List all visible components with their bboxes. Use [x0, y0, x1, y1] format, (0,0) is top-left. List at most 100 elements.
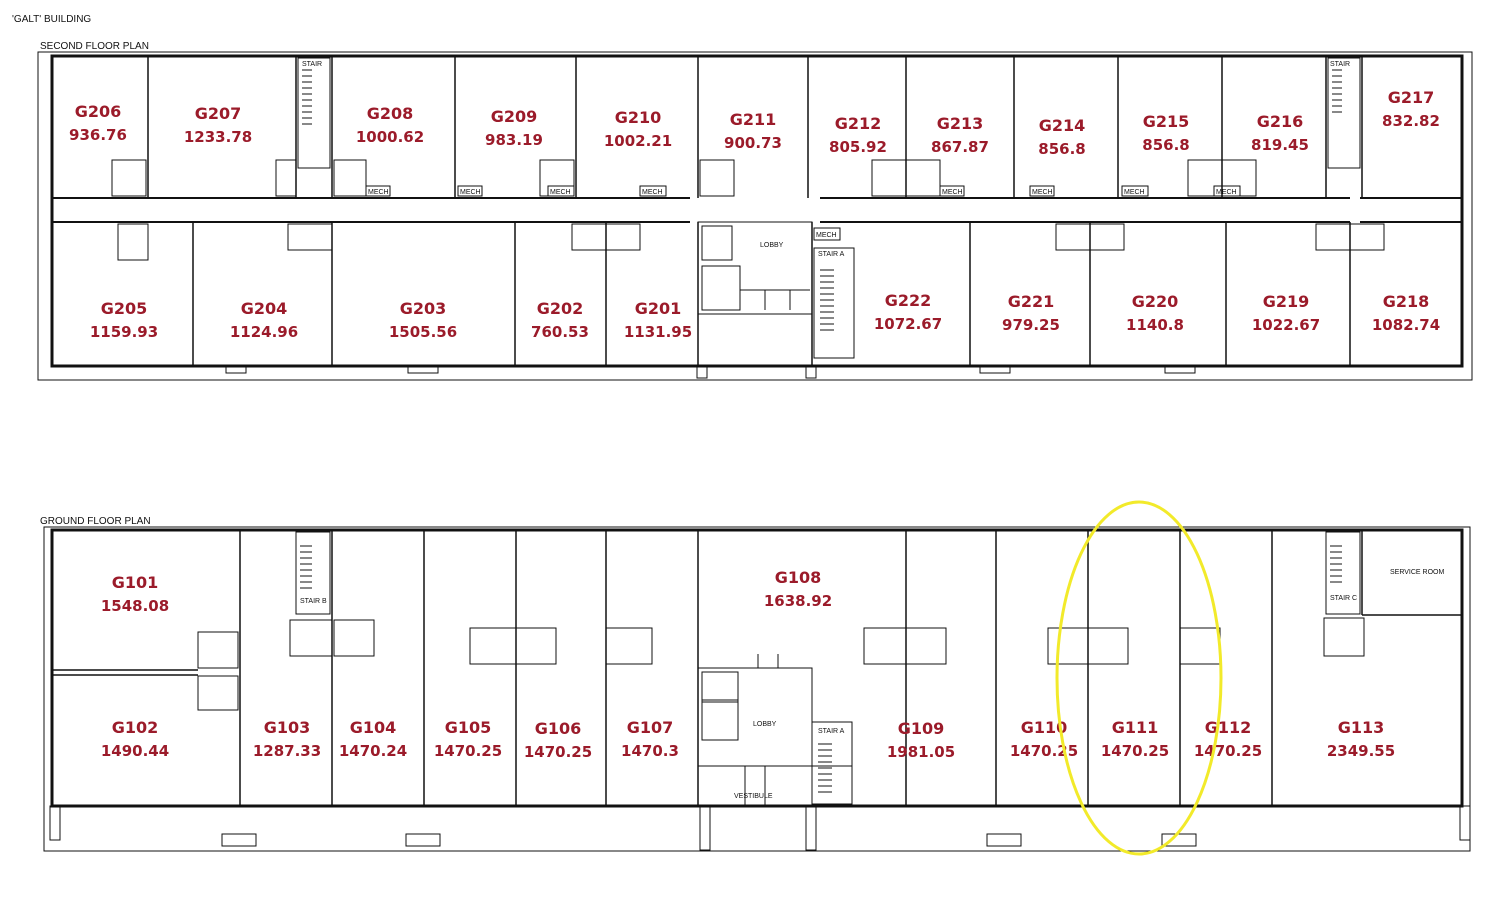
mech-label: MECH [1216, 189, 1237, 196]
room-g216: G216 819.45 [1251, 112, 1309, 154]
room-area: 1470.25 [434, 742, 502, 760]
room-area: 832.82 [1382, 112, 1440, 130]
room-id: G216 [1257, 112, 1304, 131]
second-floor-washrooms [111, 159, 1385, 261]
second-floor-stair-a-label: STAIR A [818, 251, 845, 258]
mech-label: MECH [460, 189, 481, 196]
ground-floor-plan: GROUND FLOOR PLAN [40, 500, 1471, 856]
ground-floor-stair-a-label: STAIR A [818, 728, 845, 735]
second-floor-corridor [52, 197, 1462, 223]
room-area: 867.87 [931, 138, 989, 156]
room-area: 936.76 [69, 126, 127, 144]
room-g107: G107 1470.3 [621, 718, 679, 760]
ground-floor-outline [43, 526, 1471, 852]
room-area: 1470.24 [339, 742, 407, 760]
room-g105: G105 1470.25 [434, 718, 502, 760]
room-area: 760.53 [531, 323, 589, 341]
room-id: G215 [1143, 112, 1190, 131]
room-id: G212 [835, 114, 882, 133]
room-id: G101 [112, 573, 159, 592]
ground-floor-partitions [52, 530, 1462, 806]
room-g104: G104 1470.24 [339, 718, 407, 760]
room-id: G108 [775, 568, 822, 587]
room-area: 1000.62 [356, 128, 424, 146]
room-id: G213 [937, 114, 984, 133]
ground-floor-title: GROUND FLOOR PLAN [40, 516, 151, 527]
room-area: 1470.25 [524, 743, 592, 761]
room-area: 979.25 [1002, 316, 1060, 334]
mech-label: MECH [368, 189, 389, 196]
ground-floor-stair-b-label: STAIR B [300, 598, 327, 605]
ground-floor-stair-c-label: STAIR C [1330, 595, 1357, 602]
mech-label: MECH [1124, 189, 1145, 196]
mech-label: MECH [816, 232, 837, 239]
room-g209: G209 983.19 [485, 107, 543, 149]
second-floor-lobby-core [697, 221, 813, 315]
room-id: G207 [195, 104, 242, 123]
mech-label: MECH [642, 189, 663, 196]
room-g112: G112 1470.25 [1194, 718, 1262, 760]
room-area: 1002.21 [604, 132, 672, 150]
room-area: 1287.33 [253, 742, 321, 760]
room-id: G201 [635, 299, 682, 318]
room-id: G222 [885, 291, 932, 310]
room-g110: G110 1470.25 [1010, 718, 1078, 760]
room-area: 1505.56 [389, 323, 457, 341]
second-floor-window-marks [225, 365, 1196, 379]
room-area: 1490.44 [101, 742, 169, 760]
room-id: G202 [537, 299, 584, 318]
second-floor-mech-rooms [365, 185, 1241, 241]
room-area: 983.19 [485, 131, 543, 149]
room-area: 819.45 [1251, 136, 1309, 154]
room-id: G209 [491, 107, 538, 126]
room-g109: G109 1981.05 [887, 719, 955, 761]
room-id: G218 [1383, 292, 1430, 311]
room-area: 1470.25 [1101, 742, 1169, 760]
room-id: G105 [445, 718, 492, 737]
second-floor-plan: SECOND FLOOR PLAN [37, 41, 1473, 381]
room-area: 1548.08 [101, 597, 169, 615]
room-area: 1022.67 [1252, 316, 1320, 334]
mech-label: MECH [942, 189, 963, 196]
room-id: G104 [350, 718, 397, 737]
room-g207: G207 1233.78 [184, 104, 252, 146]
room-area: 1470.25 [1010, 742, 1078, 760]
room-g217: G217 832.82 [1382, 88, 1440, 130]
room-id: G113 [1338, 718, 1385, 737]
second-floor-outline [37, 51, 1473, 381]
room-area: 1140.8 [1126, 316, 1184, 334]
room-area: 1131.95 [624, 323, 692, 341]
room-id: G205 [101, 299, 148, 318]
room-g220: G220 1140.8 [1126, 292, 1184, 334]
service-room-label: SERVICE ROOM [1390, 569, 1444, 576]
building-title: 'GALT' BUILDING [12, 14, 91, 25]
room-area: 1470.3 [621, 742, 679, 760]
room-id: G110 [1021, 718, 1068, 737]
room-area: 1981.05 [887, 743, 955, 761]
room-id: G112 [1205, 718, 1252, 737]
room-id: G204 [241, 299, 288, 318]
second-floor-exterior-wall [50, 54, 1464, 368]
room-id: G107 [627, 718, 674, 737]
room-area: 1470.25 [1194, 742, 1262, 760]
ground-floor-vestibule-label: VESTIBULE [734, 793, 773, 800]
mech-label: MECH [1032, 189, 1053, 196]
room-id: G220 [1132, 292, 1179, 311]
room-id: G109 [898, 719, 945, 738]
room-area: 1233.78 [184, 128, 252, 146]
room-id: G217 [1388, 88, 1435, 107]
room-id: G221 [1008, 292, 1055, 311]
second-floor-lobby-label: LOBBY [760, 242, 784, 249]
